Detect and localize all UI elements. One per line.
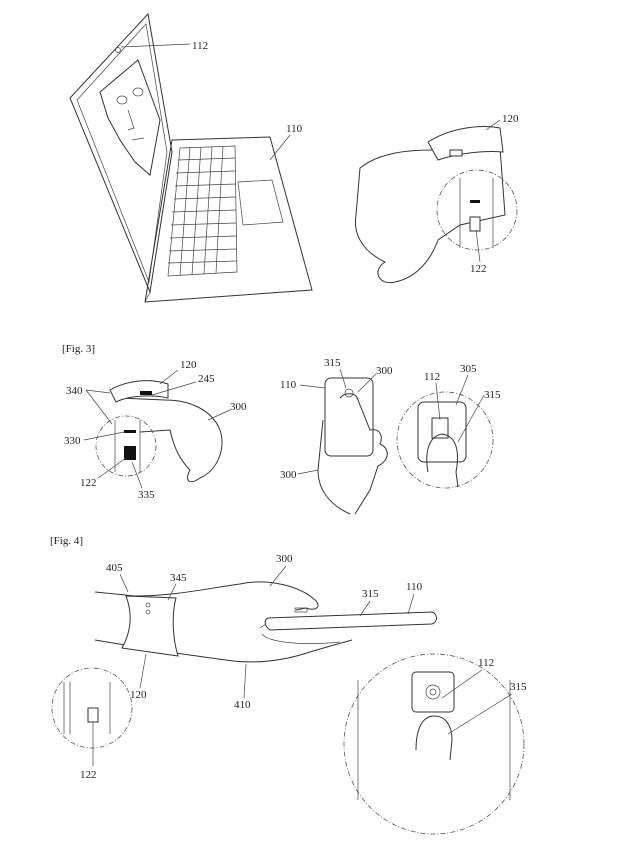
fig4-label-sensor-122: 122 bbox=[80, 769, 97, 781]
fig3-sensor-block-icon bbox=[124, 446, 136, 460]
fig3-label-112: 112 bbox=[424, 371, 440, 383]
fig4-label-fingertip-315: 315 bbox=[510, 681, 527, 693]
fig3-label-315: 315 bbox=[324, 357, 341, 369]
laptop-illustration bbox=[69, 12, 313, 303]
fig4-label-arm-300: 300 bbox=[276, 553, 293, 565]
fig3-label-330: 330 bbox=[64, 435, 81, 447]
label-camera-112: 112 bbox=[192, 40, 208, 52]
fig3-label-band-120: 120 bbox=[180, 359, 197, 371]
fig4-label-345: 345 bbox=[170, 572, 187, 584]
fig4-label-camera-112: 112 bbox=[478, 657, 494, 669]
label-laptop-110: 110 bbox=[286, 123, 303, 135]
fig3-label-315-finger: 315 bbox=[484, 389, 501, 401]
label-band-120: 120 bbox=[502, 113, 519, 125]
fig3-label-245: 245 bbox=[198, 373, 215, 385]
fig4-label-band-120: 120 bbox=[130, 689, 147, 701]
fig4-label-finger-315: 315 bbox=[362, 588, 379, 600]
fig3-label-arm-300: 300 bbox=[230, 401, 247, 413]
fig4-label-phone-110: 110 bbox=[406, 581, 423, 593]
fig3-camera-icon bbox=[344, 388, 354, 398]
fig4-sensor-icon bbox=[87, 707, 99, 723]
fig3-label-300-contact: 300 bbox=[376, 365, 393, 377]
band-sensor-icon bbox=[469, 216, 481, 232]
fig3-phone-hand bbox=[317, 377, 494, 515]
laptop-camera-icon bbox=[115, 47, 121, 53]
fig4-camera-icon bbox=[425, 684, 441, 700]
fig3-label-340: 340 bbox=[66, 385, 83, 397]
fig3-wrist-band bbox=[95, 380, 223, 483]
wrist-band-illustration bbox=[354, 126, 518, 284]
fig3-caption: [Fig. 3] bbox=[62, 343, 95, 355]
fig3-label-122: 122 bbox=[80, 477, 97, 489]
fig3-label-phone-110: 110 bbox=[280, 379, 297, 391]
fig4-label-hand-410: 410 bbox=[234, 699, 251, 711]
fig4-arm-phone bbox=[51, 581, 525, 835]
fig3-label-335: 335 bbox=[138, 489, 155, 501]
fig3-phone-icon bbox=[324, 377, 374, 457]
label-sensor-122: 122 bbox=[470, 263, 487, 275]
fig4-label-405: 405 bbox=[106, 562, 123, 574]
fig4-caption: [Fig. 4] bbox=[50, 535, 83, 547]
fig3-label-hand-300: 300 bbox=[280, 469, 297, 481]
fig3-label-305: 305 bbox=[460, 363, 477, 375]
